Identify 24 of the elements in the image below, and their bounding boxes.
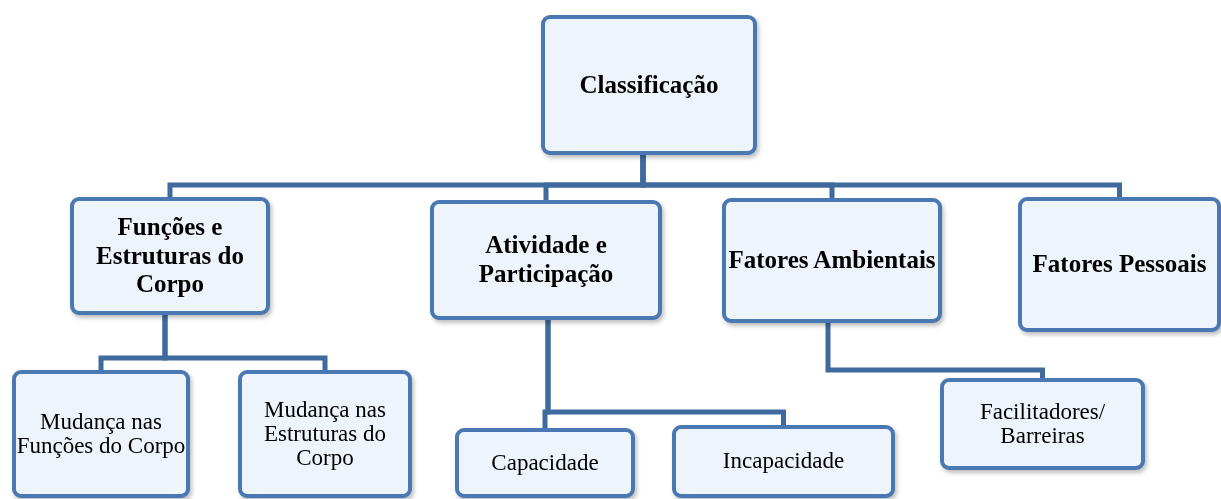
box-label: Mudança nas Estruturas do Corpo xyxy=(263,397,387,471)
connector-line xyxy=(162,315,328,370)
process-box xyxy=(672,425,895,498)
connector-line xyxy=(640,155,1122,197)
box-label: Classificação xyxy=(579,70,719,100)
box-label: Capacidade xyxy=(491,450,599,476)
connector-line xyxy=(545,320,786,425)
process-box xyxy=(70,197,270,315)
box-label: Funções e Estruturas do Corpo xyxy=(95,212,245,300)
process-box xyxy=(722,198,942,323)
box-label: Incapacidade xyxy=(722,449,845,474)
box-label: Facilitadores/ Barreiras xyxy=(978,399,1107,449)
process-box xyxy=(1018,197,1221,332)
process-box xyxy=(12,370,190,498)
box-label: Fatores Pessoais xyxy=(1032,250,1207,279)
box-label: Fatores Ambientais xyxy=(728,246,936,275)
process-box xyxy=(940,378,1145,470)
process-box xyxy=(238,370,412,498)
process-box xyxy=(430,200,662,320)
connector-line xyxy=(825,323,1045,378)
process-box xyxy=(541,15,757,155)
box-label: Mudança nas Funções do Corpo xyxy=(16,409,186,459)
process-box xyxy=(455,428,635,498)
box-label: Atividade e Participação xyxy=(477,231,615,289)
